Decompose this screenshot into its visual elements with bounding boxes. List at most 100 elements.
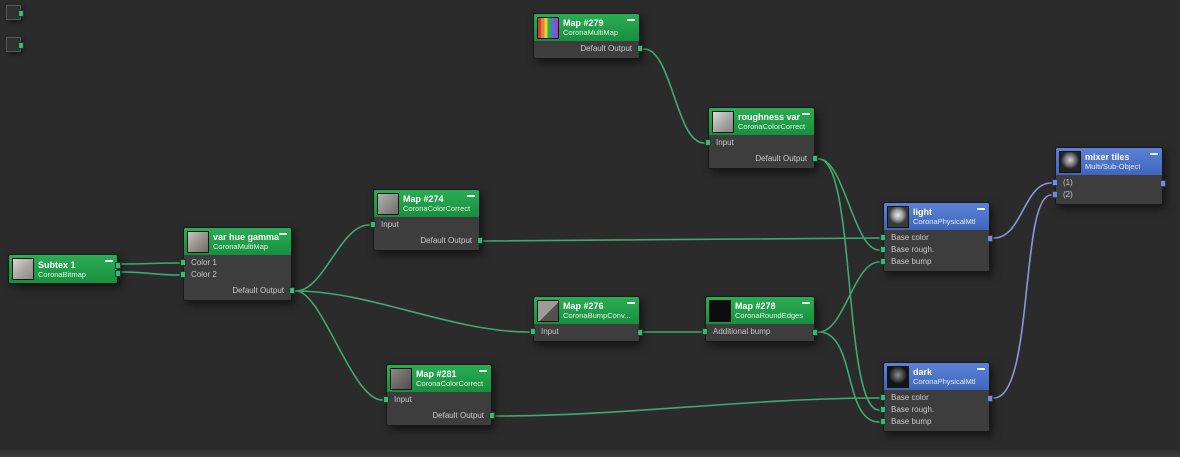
input-socket[interactable] xyxy=(180,259,186,266)
output-socket[interactable] xyxy=(637,45,643,52)
node-map274[interactable]: Map #274 CoronaColorCorrect Input Defaul… xyxy=(370,189,483,251)
node-map276[interactable]: Map #276 CoronaBumpConv... Input xyxy=(530,296,643,342)
minimize-icon[interactable] xyxy=(801,110,811,118)
input-socket[interactable] xyxy=(1052,191,1058,198)
header-text: Subtex 1 CoronaBitmap xyxy=(38,260,86,279)
output-socket[interactable] xyxy=(812,329,818,336)
node-map278[interactable]: Map #278 CoronaRoundEdges Additional bum… xyxy=(702,296,818,342)
input-socket[interactable] xyxy=(880,234,886,241)
input-socket[interactable] xyxy=(880,246,886,253)
minimize-icon[interactable] xyxy=(976,205,986,213)
wire-map274-to-light-basecolor[interactable] xyxy=(483,237,880,242)
node-subtitle: CoronaPhysicalMtl xyxy=(913,217,976,226)
minimize-icon[interactable] xyxy=(801,299,811,307)
input-socket[interactable] xyxy=(383,396,389,403)
wire-roughnessvar-to-dark-baserough[interactable] xyxy=(818,158,880,411)
node-header[interactable]: Map #274 CoronaColorCorrect xyxy=(374,190,479,217)
wire-dark-to-mixer-slot2[interactable] xyxy=(993,194,1052,399)
node-subtitle: Multi/Sub-Object xyxy=(1085,162,1141,171)
output-socket[interactable] xyxy=(987,235,993,242)
slot-label: Color 1 xyxy=(191,258,217,267)
collapsed-node[interactable] xyxy=(6,5,24,20)
node-header[interactable]: Map #278 CoronaRoundEdges xyxy=(706,297,814,324)
output-socket[interactable] xyxy=(289,287,295,294)
wire-map281-to-dark-basecolor[interactable] xyxy=(495,397,880,417)
input-socket[interactable] xyxy=(705,139,711,146)
node-map281[interactable]: Map #281 CoronaColorCorrect Input Defaul… xyxy=(383,364,495,426)
input-socket[interactable] xyxy=(880,406,886,413)
minimize-icon[interactable] xyxy=(626,299,636,307)
output-socket[interactable] xyxy=(18,42,24,49)
slot-label: Base color xyxy=(891,393,929,402)
node-subtitle: CoronaBitmap xyxy=(38,269,86,279)
minimize-icon[interactable] xyxy=(1149,150,1159,158)
slot-label: Input xyxy=(541,327,559,336)
minimize-icon[interactable] xyxy=(466,192,476,200)
slot-default-output: Default Output xyxy=(709,153,818,165)
input-socket[interactable] xyxy=(370,221,376,228)
node-header[interactable]: roughness var CoronaColorCorrect xyxy=(709,108,814,135)
wire-light-to-mixer-slot1[interactable] xyxy=(993,182,1052,239)
wire-map279-to-roughnessvar[interactable] xyxy=(643,48,705,144)
wire-varhue-to-map281[interactable] xyxy=(295,290,383,401)
slot-label: Color 2 xyxy=(191,270,217,279)
minimize-icon[interactable] xyxy=(976,365,986,373)
node-dark[interactable]: dark CoronaPhysicalMtl Base color Base r… xyxy=(880,362,993,432)
node-header[interactable]: Map #281 CoronaColorCorrect xyxy=(387,365,491,392)
node-header[interactable]: Map #276 CoronaBumpConv... xyxy=(534,297,639,324)
slot-label: Default Output xyxy=(232,286,284,295)
node-header[interactable]: Map #279 CoronaMultiMap xyxy=(534,14,639,41)
node-header[interactable]: var hue gamma CoronaMultiMap xyxy=(184,228,291,255)
node-body: (1) (2) xyxy=(1052,175,1162,204)
output-socket[interactable] xyxy=(115,262,121,269)
node-header[interactable]: Subtex 1 CoronaBitmap xyxy=(9,255,117,283)
node-title: roughness var xyxy=(738,112,801,122)
node-light[interactable]: light CoronaPhysicalMtl Base color Base … xyxy=(880,202,993,272)
wire-map278-to-light-basebump[interactable] xyxy=(818,261,880,333)
minimize-icon[interactable] xyxy=(478,367,488,375)
output-socket[interactable] xyxy=(987,395,993,402)
output-socket[interactable] xyxy=(18,10,24,17)
output-socket[interactable] xyxy=(1160,180,1166,187)
output-socket[interactable] xyxy=(637,329,643,336)
node-roughness-var[interactable]: roughness var CoronaColorCorrect Input D… xyxy=(705,107,818,169)
node-var-hue-gamma[interactable]: var hue gamma CoronaMultiMap Color 1 Col… xyxy=(180,227,295,301)
slot-input: Input xyxy=(383,394,491,406)
node-header[interactable]: light CoronaPhysicalMtl xyxy=(884,203,989,230)
node-body: Additional bump xyxy=(702,324,814,341)
canvas-bottom-edge xyxy=(0,450,1180,457)
minimize-icon[interactable] xyxy=(104,257,114,265)
node-header[interactable]: dark CoronaPhysicalMtl xyxy=(884,363,989,390)
output-socket[interactable] xyxy=(812,155,818,162)
slot-base-rough: Base rough. xyxy=(880,404,989,416)
input-socket[interactable] xyxy=(180,271,186,278)
wire-subtex-to-varhue-color2[interactable] xyxy=(121,271,180,276)
node-header[interactable]: mixer tiles Multi/Sub-Object xyxy=(1056,148,1162,175)
slot-additional-bump: Additional bump xyxy=(702,326,814,338)
wire-roughnessvar-to-light-baserough[interactable] xyxy=(818,158,880,251)
output-socket[interactable] xyxy=(477,237,483,244)
collapsed-node[interactable] xyxy=(6,37,24,52)
wire-subtex-to-varhue-color1[interactable] xyxy=(121,262,180,265)
node-subtex1[interactable]: Subtex 1 CoronaBitmap xyxy=(8,254,121,284)
input-socket[interactable] xyxy=(1052,179,1058,186)
output-socket[interactable] xyxy=(489,412,495,419)
node-mixer-tiles[interactable]: mixer tiles Multi/Sub-Object (1) (2) xyxy=(1052,147,1166,205)
minimize-icon[interactable] xyxy=(278,230,288,238)
node-subtitle: CoronaColorCorrect xyxy=(738,122,806,131)
node-map279[interactable]: Map #279 CoronaMultiMap Default Output xyxy=(533,13,643,59)
node-title: mixer tiles xyxy=(1085,152,1130,162)
input-socket[interactable] xyxy=(702,328,708,335)
slot-label: Base bump xyxy=(891,417,932,426)
wire-varhue-to-map276[interactable] xyxy=(295,290,530,333)
input-socket[interactable] xyxy=(530,328,536,335)
input-socket[interactable] xyxy=(880,258,886,265)
input-socket[interactable] xyxy=(880,394,886,401)
minimize-icon[interactable] xyxy=(626,16,636,24)
wire-varhue-to-map274[interactable] xyxy=(295,224,370,292)
wire-map278-to-dark-basebump[interactable] xyxy=(818,331,880,423)
input-socket[interactable] xyxy=(880,418,886,425)
output-socket[interactable] xyxy=(115,270,121,277)
